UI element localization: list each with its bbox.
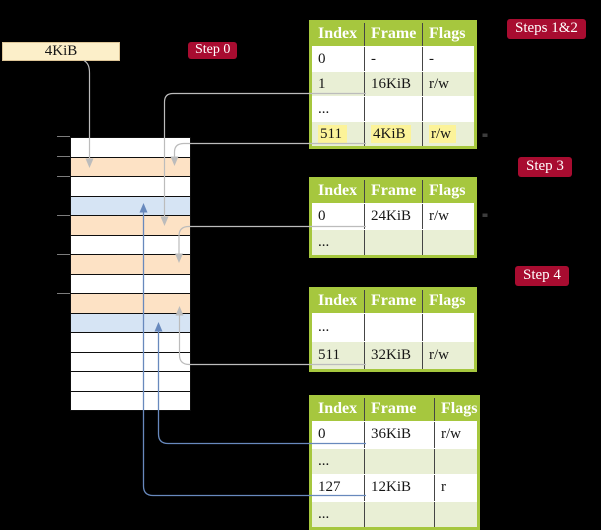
table-cell: 511 xyxy=(310,341,365,371)
memory-tick xyxy=(57,136,70,137)
table-cell: r/w xyxy=(433,421,479,449)
table-cell: 4KiB xyxy=(364,121,423,148)
memory-row-white xyxy=(71,235,190,255)
step-label-3: Step 3 xyxy=(518,157,572,177)
memory-row-white xyxy=(71,274,190,294)
table-cell xyxy=(364,229,423,257)
memory-row-white xyxy=(71,372,190,392)
table-cell: ... xyxy=(310,501,365,529)
memory-row-orange xyxy=(71,216,190,236)
step-label-4: Step 4 xyxy=(515,266,569,286)
table-cell: 0 xyxy=(310,421,365,449)
table-cell: 32KiB xyxy=(364,341,423,371)
table-cell: 36KiB xyxy=(364,421,435,449)
table-cell xyxy=(422,229,476,257)
memory-row-orange xyxy=(71,157,190,177)
table-cell: r/w xyxy=(422,121,476,148)
table-cell: ... xyxy=(310,229,365,257)
memory-row-white xyxy=(71,177,190,197)
table-row: 511 4KiB r/w xyxy=(310,121,476,148)
highlighted-value: 4KiB xyxy=(371,124,411,143)
table-row: ... xyxy=(310,96,476,122)
table-cell: ... xyxy=(310,313,365,342)
table-cell: - xyxy=(422,46,476,72)
table-cell: r/w xyxy=(422,203,476,230)
table-cell: r xyxy=(433,474,479,502)
table-cell: r/w xyxy=(422,71,476,97)
column-header: Frame xyxy=(364,178,423,204)
frame-pointer-box: 4KiB xyxy=(2,42,120,61)
step-label-0: Step 0 xyxy=(188,42,238,59)
column-header: Flags xyxy=(422,178,476,204)
table-cell: 127 xyxy=(310,474,365,502)
table-cell: 24KiB xyxy=(364,203,423,230)
column-header: Index xyxy=(310,178,365,204)
column-header: Frame xyxy=(364,288,423,314)
table-row: 0-- xyxy=(310,46,476,72)
table-cell: 1 xyxy=(310,71,365,97)
memory-row-blue xyxy=(71,313,190,333)
table-row: ... xyxy=(310,501,479,529)
memory-tick xyxy=(57,175,70,177)
column-header: Flags xyxy=(422,288,476,314)
table-cell: 0 xyxy=(310,203,365,230)
memory-row-orange xyxy=(71,255,190,275)
column-header: Frame xyxy=(364,21,423,47)
memory-row-blue xyxy=(71,196,190,216)
memory-tick xyxy=(57,253,70,255)
memory-row-white xyxy=(71,138,190,158)
table-cell: ... xyxy=(310,96,365,122)
column-header: Index xyxy=(310,21,365,47)
memory-row-white xyxy=(71,352,190,372)
table-cell xyxy=(422,313,476,342)
table-cell: 511 xyxy=(310,121,365,148)
column-header: Index xyxy=(310,288,365,314)
table-row: ... xyxy=(310,229,476,257)
mark xyxy=(482,133,488,137)
table-cell: 16KiB xyxy=(364,71,423,97)
memory-tick xyxy=(57,214,70,216)
table-cell: - xyxy=(364,46,423,72)
table-cell: ... xyxy=(310,448,365,475)
memory-row-white xyxy=(71,391,190,410)
table-cell xyxy=(422,96,476,122)
table-cell xyxy=(364,448,435,475)
memory-row-white xyxy=(71,333,190,353)
table-cell: r/w xyxy=(422,341,476,371)
highlighted-value: r/w xyxy=(429,124,456,143)
memory-tick xyxy=(57,156,70,157)
physical-memory-column xyxy=(70,137,191,411)
table-cell xyxy=(364,313,423,342)
step-label-1-2: Steps 1&2 xyxy=(507,19,586,39)
table-cell xyxy=(433,501,479,529)
column-header: Flags xyxy=(422,21,476,47)
highlighted-value: 511 xyxy=(318,124,347,143)
table-cell xyxy=(364,501,435,529)
table-cell xyxy=(433,448,479,475)
column-header: Flags xyxy=(433,396,479,422)
table-cell: 0 xyxy=(310,46,365,72)
memory-row-orange xyxy=(71,294,190,314)
table-row: ... xyxy=(310,313,476,342)
table-cell xyxy=(364,96,423,122)
memory-tick xyxy=(57,292,70,294)
table-row: ... xyxy=(310,448,479,475)
column-header: Frame xyxy=(364,396,435,422)
mark xyxy=(482,213,488,217)
table-cell: 12KiB xyxy=(364,474,435,502)
column-header: Index xyxy=(310,396,365,422)
